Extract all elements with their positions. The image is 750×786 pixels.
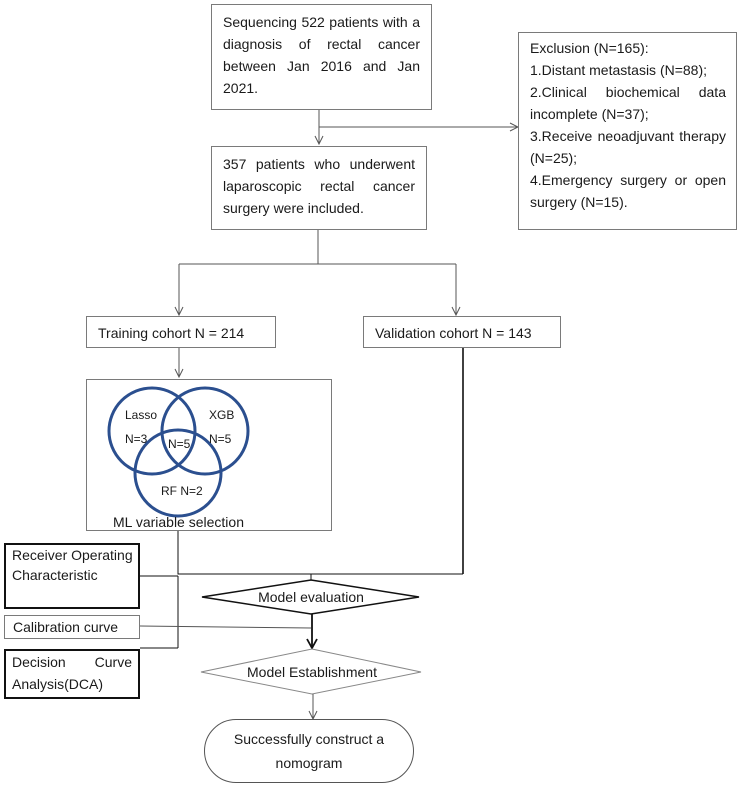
line-calibration-to-center [139,625,312,629]
venn-label-intersection-n: N=5 [168,437,191,451]
ml-selection-box [86,379,332,531]
roc-label: Receiver Operating Characteristic [12,547,133,583]
roc-box: Receiver Operating Characteristic [4,543,140,609]
exclusion-item: 2.Clinical biochemical data incomplete (… [530,84,726,122]
line-ml-to-merge [177,531,463,575]
exclusion-item: 3.Receive neoadjuvant therapy (N=25); [530,128,726,166]
model-evaluation-diamond [201,579,420,615]
calibration-box: Calibration curve [4,615,140,639]
included-text: 357 patients who underwent laparoscopic … [223,156,415,216]
sequencing-box: Sequencing 522 patients with a diagnosis… [211,4,432,110]
nomogram-label: Successfully construct a nomogram [233,731,385,771]
venn-circle-lasso [107,386,197,476]
dca-box: Decision Curve Analysis(DCA) [4,649,140,699]
ml-selection-caption: ML variable selection [113,514,244,530]
training-cohort-box: Training cohort N = 214 [86,316,276,348]
venn-label-lasso: Lasso [125,408,158,422]
venn-label-rf: RF N=2 [161,484,203,498]
model-establishment-diamond [200,648,422,695]
venn-label-lasso-n: N=3 [125,432,148,446]
venn-label-xgb: XGB [209,408,235,422]
model-evaluation-label: Model evaluation [258,589,364,605]
exclusion-item: 1.Distant metastasis (N=88); [530,62,708,78]
exclusion-box: Exclusion (N=165): 1.Distant metastasis … [518,32,737,230]
nomogram-terminal: Successfully construct a nomogram [204,719,414,783]
dca-label: Decision Curve Analysis(DCA) [12,654,132,692]
exclusion-item: 4.Emergency surgery or open surgery (N=1… [530,172,726,210]
calibration-label: Calibration curve [13,619,119,635]
venn-label-xgb-n: N=5 [209,432,232,446]
venn-circle-xgb [160,386,250,476]
model-establishment-label: Model Establishment [247,664,377,680]
validation-cohort-box: Validation cohort N = 143 [363,316,561,348]
exclusion-title: Exclusion (N=165): [530,40,649,56]
training-cohort-label: Training cohort N = 214 [98,325,245,341]
included-box: 357 patients who underwent laparoscopic … [211,146,427,230]
sequencing-text: Sequencing 522 patients with a diagnosis… [223,14,420,96]
venn-circle-rf [133,428,223,518]
validation-cohort-label: Validation cohort N = 143 [375,325,532,341]
